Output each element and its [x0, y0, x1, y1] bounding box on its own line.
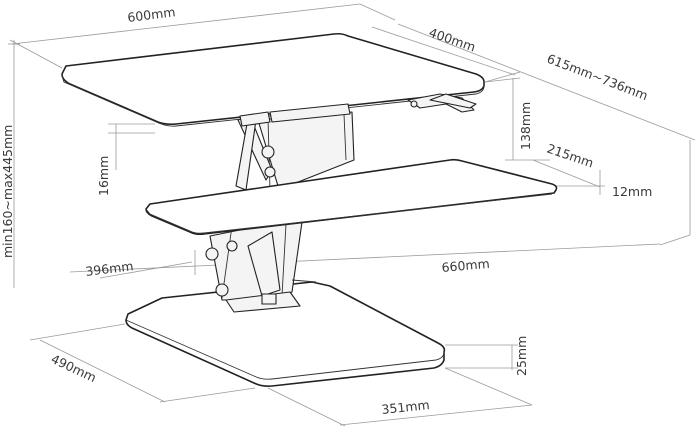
- label-top-depth: 400mm: [427, 25, 477, 55]
- dimension-lines: [8, 3, 696, 427]
- label-base-width: 351mm: [381, 397, 431, 417]
- label-tray-width: 660mm: [441, 256, 490, 275]
- label-top-to-tray: 138mm: [518, 102, 533, 150]
- base-plate: [125, 281, 446, 387]
- label-base-thickness: 25mm: [514, 336, 529, 376]
- work-surface: [61, 32, 485, 127]
- lift-mechanism: [205, 111, 355, 313]
- label-height-range: min160~max445mm: [0, 125, 15, 258]
- label-tray-height: 396mm: [85, 258, 135, 279]
- keyboard-tray: [145, 158, 558, 236]
- label-top-width: 600mm: [127, 4, 177, 25]
- label-overall-depth: 615mm~736mm: [545, 51, 650, 103]
- label-top-thickness: 16mm: [96, 156, 111, 196]
- label-base-depth: 490mm: [49, 351, 99, 385]
- label-tray-depth: 215mm: [545, 141, 595, 171]
- label-tray-thickness: 12mm: [612, 184, 652, 199]
